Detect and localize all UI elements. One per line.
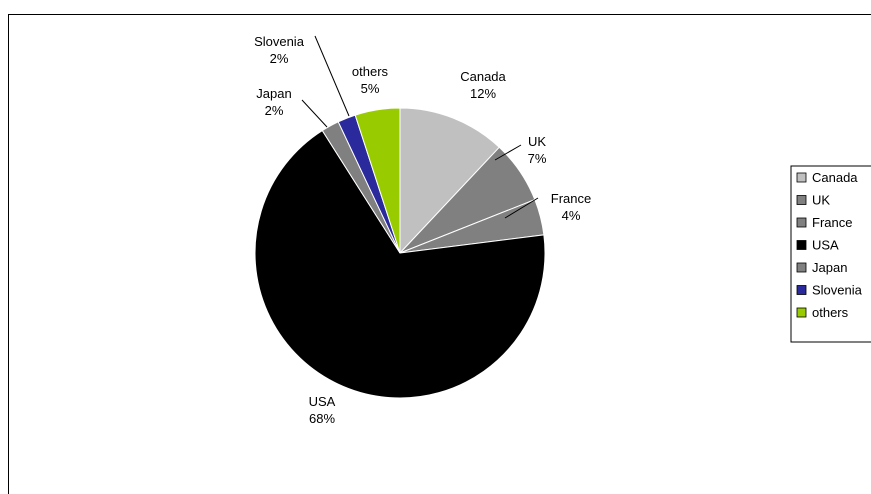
chart-frame bbox=[8, 14, 871, 494]
pie-slice-canada bbox=[399, 107, 500, 255]
leader-line-france bbox=[504, 197, 539, 219]
legend-swatch-france bbox=[796, 217, 807, 228]
leader-line-uk bbox=[494, 144, 522, 161]
legend-swatch-others bbox=[796, 307, 807, 318]
legend-entry-slovenia: Slovenia bbox=[812, 283, 863, 298]
leader-lines bbox=[301, 35, 539, 219]
legend-entry-canada: Canada bbox=[812, 170, 858, 185]
legend-swatch-japan bbox=[796, 262, 807, 273]
legend-swatch-usa bbox=[796, 240, 807, 250]
leader-line-slovenia bbox=[314, 35, 350, 117]
legend-swatch-canada bbox=[796, 172, 807, 183]
legend-swatch-uk bbox=[796, 195, 807, 205]
legend-swatch-slovenia bbox=[796, 285, 807, 295]
pie-slice-usa bbox=[254, 129, 546, 399]
legend-entry-japan: Japan bbox=[812, 260, 847, 275]
legend-entry-usa: USA bbox=[812, 238, 839, 253]
legend-entry-others: others bbox=[812, 305, 849, 320]
pie-slice-others bbox=[354, 107, 401, 254]
legend-entry-france: France bbox=[812, 215, 852, 230]
pie-slices bbox=[254, 107, 546, 399]
legend-entry-uk: UK bbox=[812, 193, 830, 208]
leader-line-japan bbox=[301, 99, 328, 128]
